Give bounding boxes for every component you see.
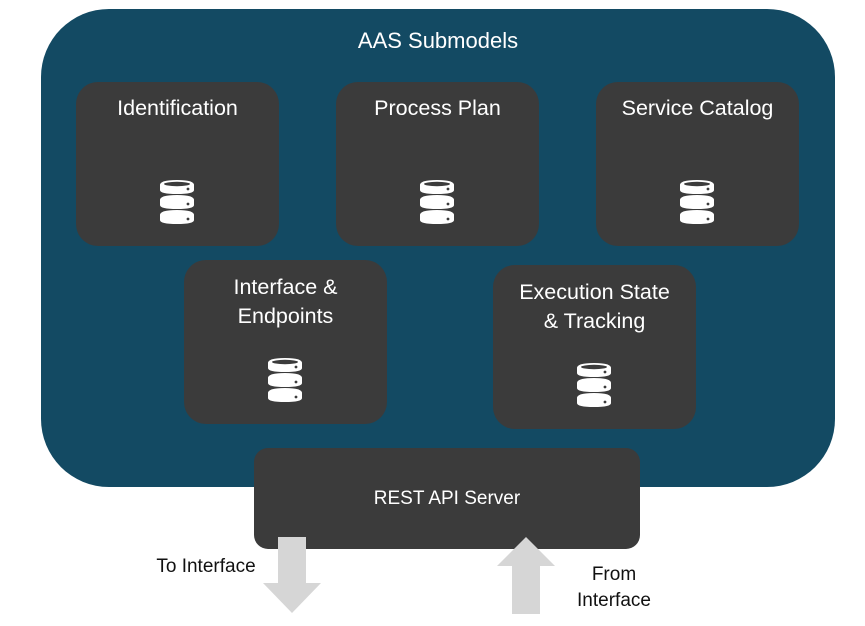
database-icon [680, 180, 714, 224]
submodel-process-plan: Process Plan [336, 82, 539, 246]
database-icon [420, 180, 454, 224]
submodel-label: Identification [117, 96, 238, 120]
database-icon [160, 180, 194, 224]
database-icon [577, 363, 611, 407]
submodel-execution-state: Execution State & Tracking [493, 265, 696, 429]
submodel-interface-endpoints: Interface & Endpoints [184, 260, 387, 424]
submodel-identification: Identification [76, 82, 279, 246]
rest-api-server-label: REST API Server [373, 488, 521, 509]
submodel-service-catalog: Service Catalog [596, 82, 799, 246]
arrow-up-icon [497, 537, 555, 614]
aas-submodels-container: AAS Submodels [41, 9, 835, 487]
arrow-down-icon [263, 537, 321, 613]
submodel-label: Interface & Endpoints [233, 275, 338, 328]
submodel-label: Process Plan [374, 96, 501, 120]
from-interface-label: From Interface [577, 564, 651, 611]
rest-api-server: REST API Server [254, 448, 640, 549]
database-icon [268, 358, 302, 402]
submodel-label: Service Catalog [621, 96, 774, 120]
container-title: AAS Submodels [357, 28, 519, 53]
to-interface-label: To Interface [156, 556, 256, 577]
submodel-label: Execution State & Tracking [519, 280, 670, 333]
